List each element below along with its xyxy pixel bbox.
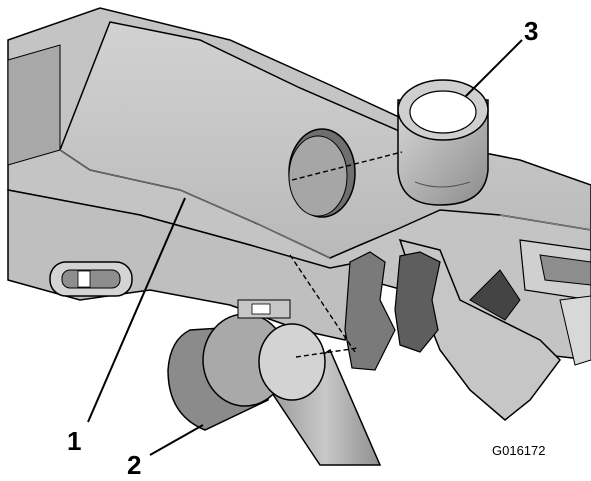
leader-lines xyxy=(87,39,523,456)
leader-line-2 xyxy=(149,424,204,456)
alignment-lines xyxy=(289,151,403,358)
callout-1: 1 xyxy=(67,426,81,456)
pivot-shaft xyxy=(167,299,382,466)
leader-line-1 xyxy=(87,197,186,423)
hitch-bracket xyxy=(344,238,591,421)
leader-line-3 xyxy=(464,39,523,98)
callout-2: 2 xyxy=(127,450,141,480)
callout-3: 3 xyxy=(524,16,538,46)
beam-hole xyxy=(288,128,356,218)
bushing-part xyxy=(397,79,489,206)
figure-id: G016172 xyxy=(492,443,546,458)
